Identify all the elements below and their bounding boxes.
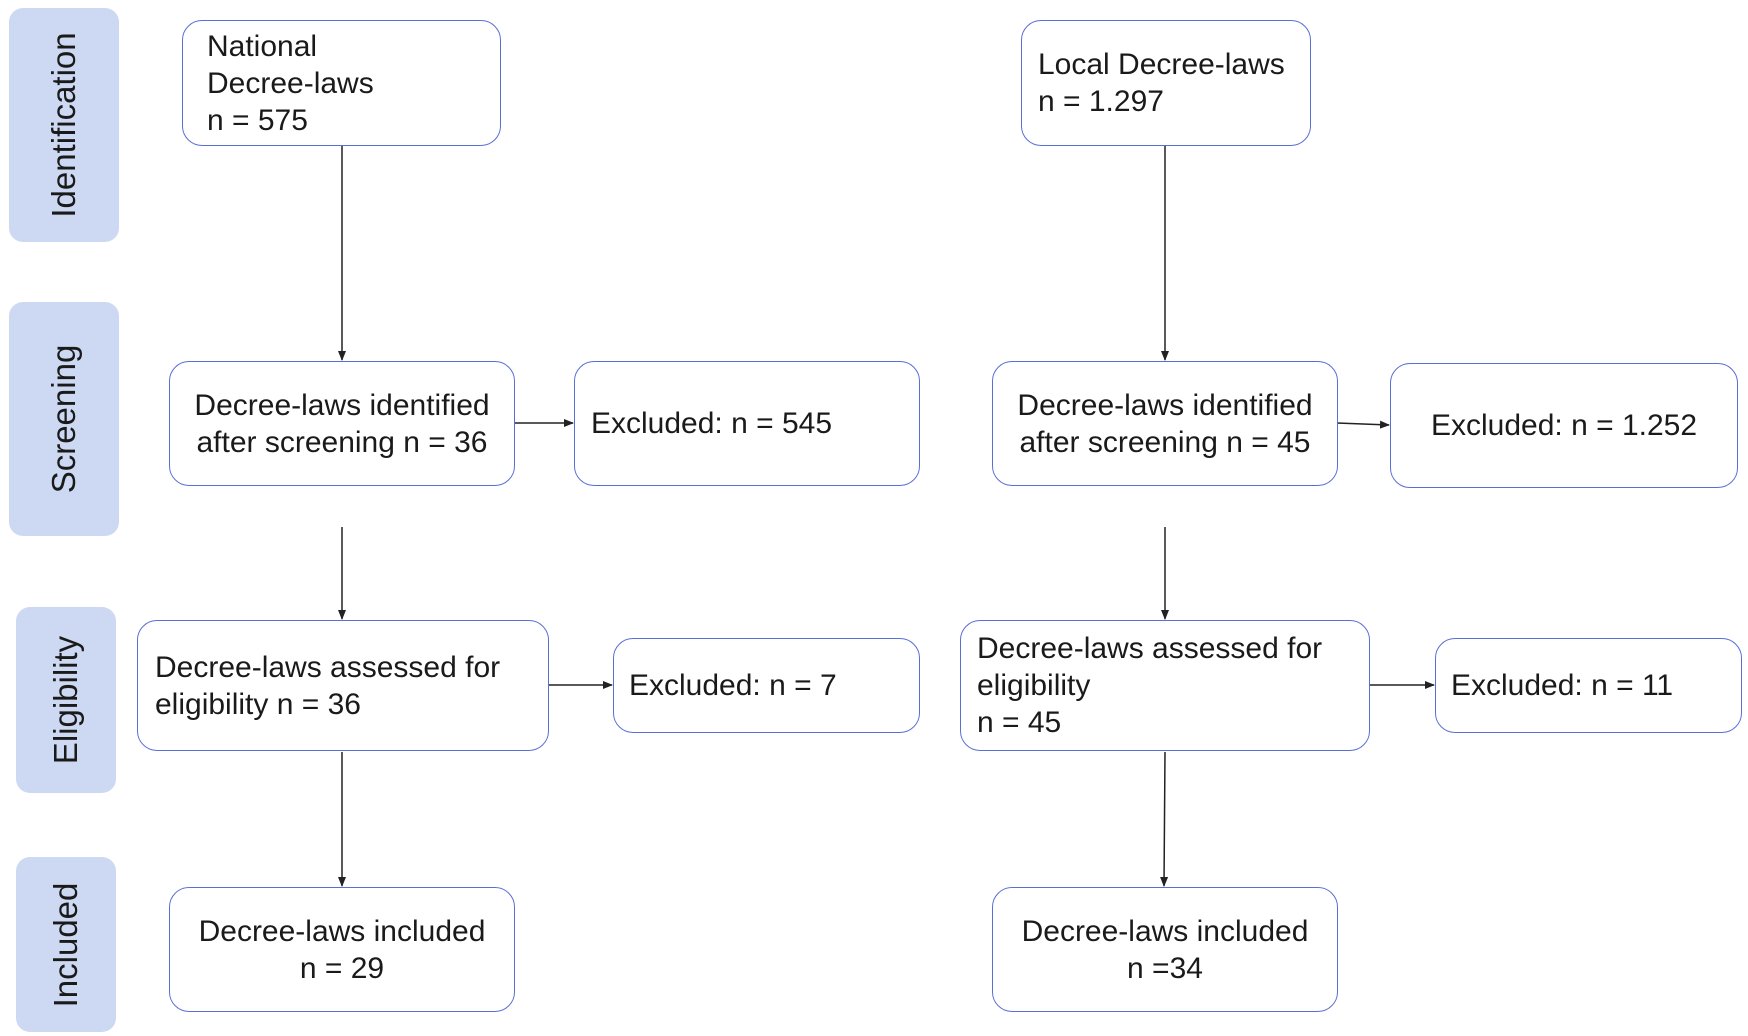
box-national-excluded-screening-text: Excluded: n = 545: [591, 407, 833, 440]
box-local-excluded-eligibility: Excluded: n = 11: [1435, 638, 1742, 733]
box-national-screened-text: Decree-laws identified after screening n…: [194, 388, 490, 459]
arrow-local-screened-to-excluded: [1336, 420, 1390, 429]
box-local-identified-text: Local Decree-laws n = 1.297: [1038, 48, 1285, 118]
box-local-excluded-eligibility-text: Excluded: n = 11: [1451, 669, 1674, 702]
box-national-identified-text: National Decree-laws n = 575: [207, 29, 374, 137]
box-local-included: Decree-laws included n =34: [992, 887, 1338, 1012]
box-local-excluded-screening: Excluded: n = 1.252: [1390, 363, 1738, 488]
box-national-excluded-eligibility: Excluded: n = 7: [613, 638, 920, 733]
box-national-included: Decree-laws included n = 29: [169, 887, 515, 1012]
stage-included: Included: [16, 857, 116, 1032]
box-national-assessed-text: Decree-laws assessed for eligibility n =…: [155, 650, 501, 721]
box-local-assessed: Decree-laws assessed for eligibility n =…: [960, 620, 1370, 751]
box-local-screened-text: Decree-laws identified after screening n…: [1017, 388, 1313, 459]
box-national-included-text: Decree-laws included n = 29: [198, 914, 486, 985]
box-national-excluded-screening: Excluded: n = 545: [574, 361, 920, 486]
box-local-excluded-screening-text: Excluded: n = 1.252: [1430, 409, 1698, 442]
box-national-screened: Decree-laws identified after screening n…: [169, 361, 515, 486]
box-local-assessed-text: Decree-laws assessed for eligibility n =…: [977, 632, 1323, 739]
stage-identification: Identification: [9, 8, 119, 242]
box-national-excluded-eligibility-text: Excluded: n = 7: [629, 669, 837, 702]
stage-eligibility: Eligibility: [16, 607, 116, 793]
box-national-assessed: Decree-laws assessed for eligibility n =…: [137, 620, 549, 751]
arrow-local-assessed-to-included: [1160, 751, 1169, 887]
box-national-identified: National Decree-laws n = 575: [182, 20, 501, 146]
box-local-included-text: Decree-laws included n =34: [1021, 914, 1309, 985]
box-local-identified: Local Decree-laws n = 1.297: [1021, 20, 1311, 146]
box-local-screened: Decree-laws identified after screening n…: [992, 361, 1338, 486]
stage-screening: Screening: [9, 302, 119, 536]
